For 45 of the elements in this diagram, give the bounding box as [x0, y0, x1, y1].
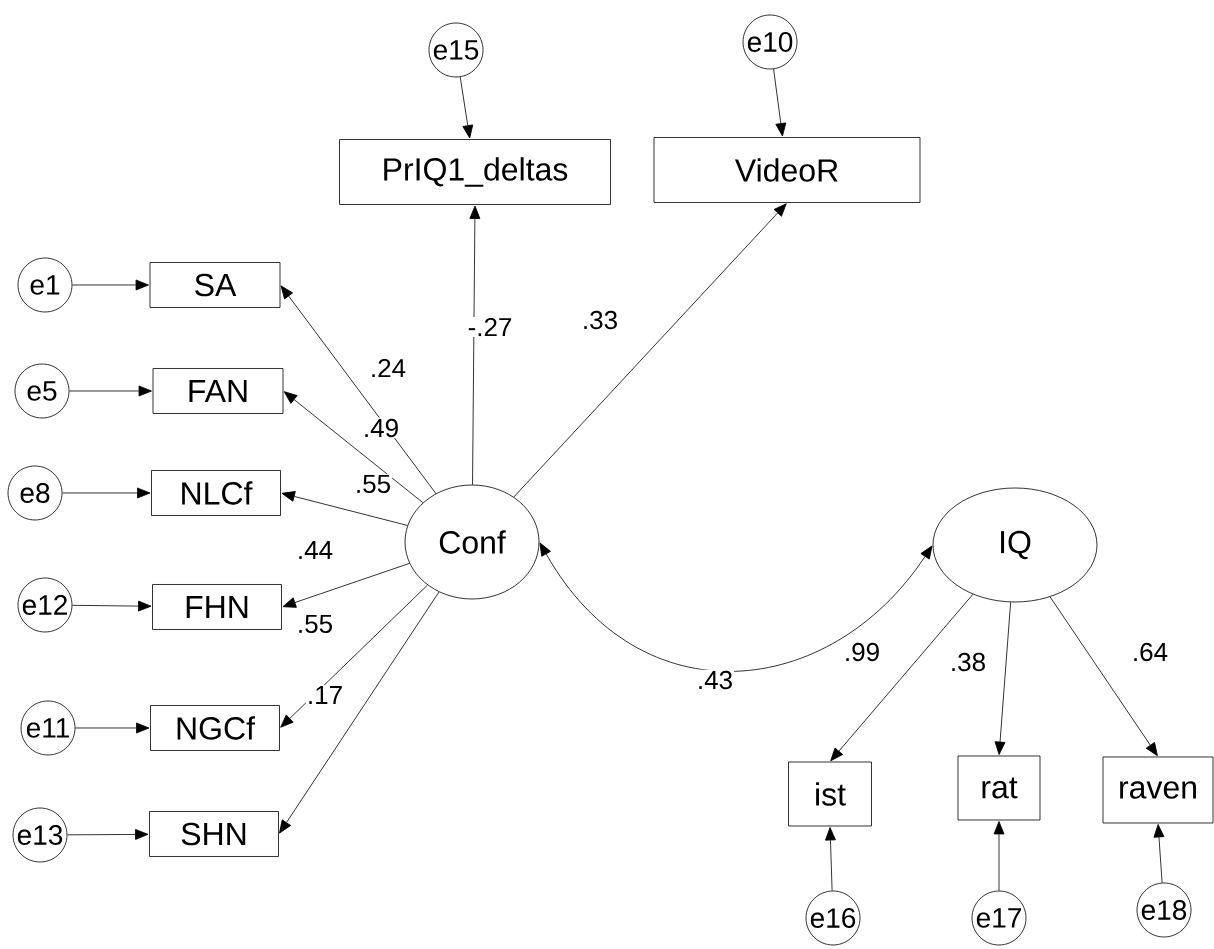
arrow — [469, 205, 481, 485]
variable-box: SA — [149, 262, 281, 308]
variable-box: NLCf — [151, 470, 281, 516]
curved-arrow — [539, 542, 933, 672]
arrow — [279, 591, 440, 834]
edge-label: .24 — [368, 357, 408, 379]
variable-box: SHN — [149, 811, 279, 857]
edge-label: .64 — [1130, 641, 1170, 663]
arrow — [75, 722, 150, 734]
arrow — [281, 491, 408, 526]
variable-box: raven — [1102, 756, 1214, 824]
variable-box: ist — [788, 761, 872, 827]
variable-box: VideoR — [653, 137, 921, 203]
edge-label: .33 — [580, 309, 620, 331]
arrow — [72, 279, 149, 291]
arrow — [283, 391, 424, 504]
arrow — [513, 203, 787, 498]
arrow — [282, 563, 410, 608]
variable-box: PrIQ1_deltas — [339, 139, 611, 205]
variable-box: FHN — [152, 584, 282, 630]
edge-label: .17 — [305, 685, 345, 705]
edge-label: .49 — [361, 417, 401, 439]
arrow — [825, 827, 836, 891]
edge-label: .44 — [295, 540, 335, 560]
arrow — [280, 285, 437, 494]
edge-label: .55 — [353, 473, 393, 495]
variable-box: FAN — [152, 368, 284, 414]
arrow — [993, 821, 1005, 891]
arrow — [69, 385, 152, 397]
edge-label: .55 — [295, 613, 335, 635]
variable-box: rat — [957, 755, 1041, 821]
arrow — [62, 487, 151, 499]
arrow — [1153, 824, 1165, 884]
arrow — [67, 829, 149, 840]
arrow — [72, 600, 152, 612]
arrow — [830, 593, 974, 762]
edge-label: .99 — [842, 641, 882, 663]
arrow — [773, 68, 787, 137]
edge-label: -.27 — [466, 316, 514, 338]
arrow — [1049, 596, 1158, 757]
arrow — [459, 76, 474, 139]
edge-label: .43 — [695, 669, 735, 691]
arrow — [994, 601, 1012, 755]
variable-box: NGCf — [150, 705, 280, 751]
edge-label: .38 — [948, 651, 988, 673]
